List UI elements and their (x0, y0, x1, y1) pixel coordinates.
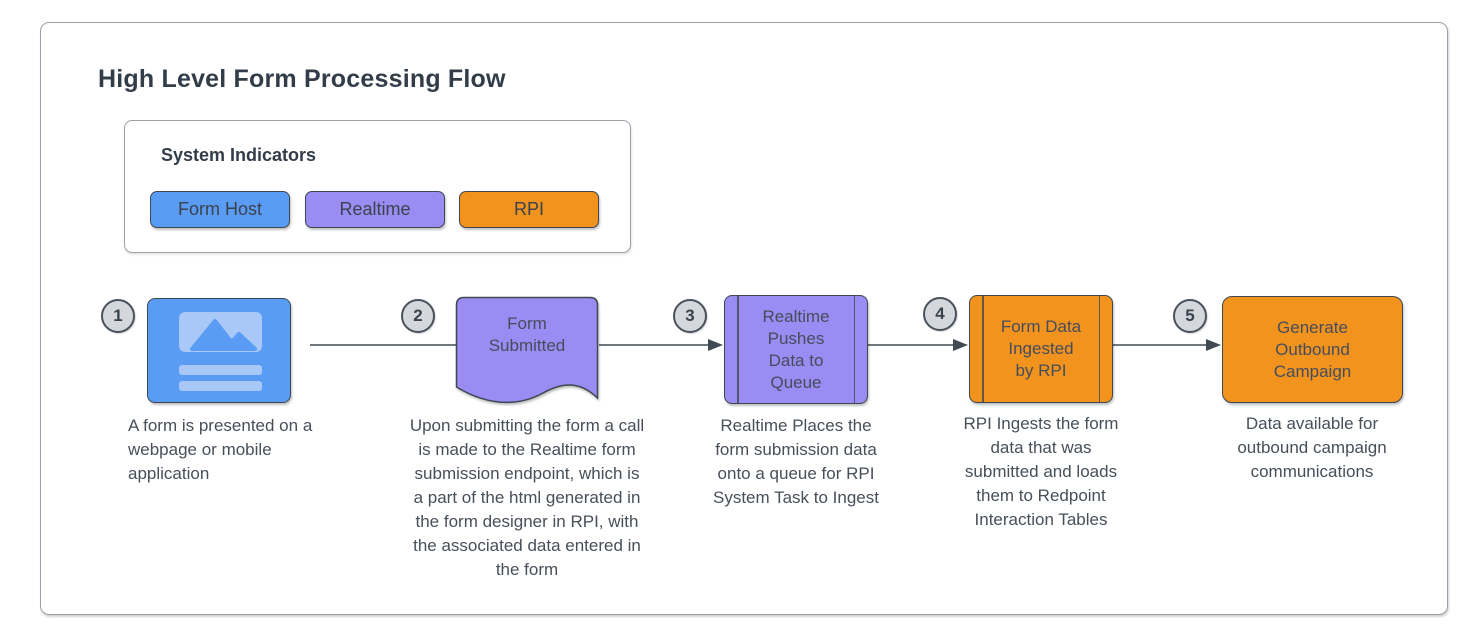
diagram-container: High Level Form Processing Flow System I… (40, 22, 1448, 615)
legend-box: System Indicators Form Host Realtime RPI (124, 120, 631, 253)
rounded-rectangle-shape: Generate Outbound Campaign (1222, 296, 1403, 403)
legend-item-realtime: Realtime (305, 191, 445, 228)
webpage-shape (147, 298, 291, 403)
legend-item-label: RPI (513, 199, 544, 219)
step-caption-3: Realtime Places the form submission data… (713, 416, 879, 507)
legend-title: System Indicators (161, 145, 317, 165)
image-placeholder-icon (179, 312, 262, 352)
step-number-badge-1: 1 (101, 299, 135, 333)
legend-item-form-host: Form Host (150, 191, 290, 228)
legend-item-label: Realtime (339, 199, 411, 219)
step-number-badge-4: 4 (923, 297, 957, 331)
step-caption-5: Data available for outbound campaign com… (1237, 414, 1387, 481)
step-caption-2: Upon submitting the form a call is made … (409, 416, 645, 579)
step-number-badge-3: 3 (673, 299, 707, 333)
step-caption-4: RPI Ingests the form data that was submi… (963, 414, 1119, 529)
step-caption-1: A form is presented on a webpage or mobi… (128, 416, 313, 483)
mountain-icon (190, 319, 257, 351)
shape-label: Form Data Ingested by RPI (1000, 317, 1082, 380)
shape-label: Form Submitted (488, 314, 566, 355)
step-number-badge-2: 2 (401, 299, 435, 333)
step-number: 2 (413, 306, 423, 325)
shape-label: Realtime Pushes Data to Queue (762, 306, 830, 392)
predefined-process-shape: Form Data Ingested by RPI (969, 295, 1113, 403)
text-line-bar (179, 381, 262, 391)
document-shape: Form Submitted (455, 296, 599, 408)
shape-label: Generate Outbound Campaign (1273, 317, 1352, 381)
step-number: 3 (685, 306, 695, 325)
step-number-badge-5: 5 (1173, 299, 1207, 333)
page-title: High Level Form Processing Flow (98, 65, 506, 93)
step-number: 4 (935, 304, 945, 323)
legend-item-rpi: RPI (459, 191, 599, 228)
predefined-process-shape: Realtime Pushes Data to Queue (724, 295, 868, 404)
text-line-bar (179, 365, 262, 375)
step-number: 1 (113, 306, 123, 325)
step-number: 5 (1185, 306, 1195, 325)
legend-item-label: Form Host (177, 199, 262, 219)
